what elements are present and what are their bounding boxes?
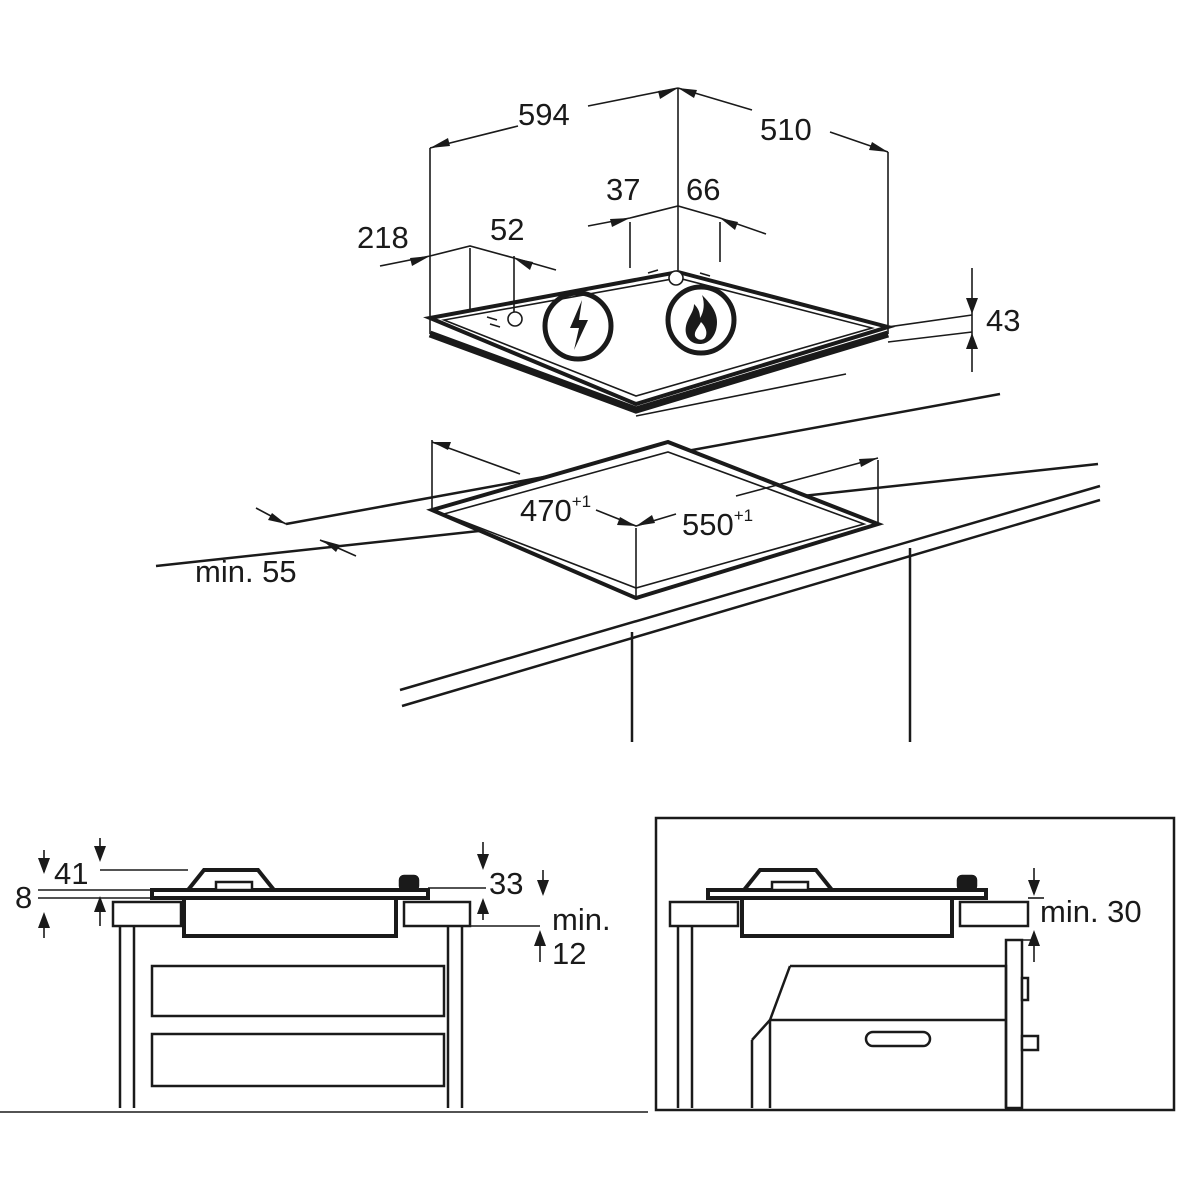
- glass-thickness-8-label: 8: [15, 880, 32, 915]
- hob-3d-view: [423, 269, 973, 417]
- left-offset-218-label: 218: [357, 220, 409, 255]
- width-594-label: 594: [518, 97, 570, 132]
- cutout-width-label: 550+1: [682, 506, 753, 542]
- left-spacing-52-label: 52: [490, 212, 524, 247]
- total-height-41-label: 41: [54, 856, 88, 891]
- dimension-lines-top: [379, 87, 978, 372]
- gas-flame-icon: [665, 284, 737, 356]
- center-left-37-label: 37: [606, 172, 640, 207]
- below-height-33-label: 33: [489, 866, 523, 901]
- min-12-label: 12: [552, 936, 586, 971]
- min-label: min.: [552, 902, 611, 937]
- min-30-label: min. 30: [1040, 894, 1142, 929]
- control-hole-left-icon: [486, 311, 523, 328]
- cutout-depth-label: 470+1: [520, 492, 591, 528]
- electric-bolt-icon: [542, 290, 614, 362]
- height-43-label: 43: [986, 303, 1020, 338]
- side-view-right: [654, 816, 1176, 1112]
- side-view-left: [38, 838, 549, 1108]
- countertop-3d-view: [155, 392, 1101, 742]
- front-min-55-label: min. 55: [195, 554, 297, 589]
- control-hole-right-icon: [647, 269, 711, 286]
- center-right-66-label: 66: [686, 172, 720, 207]
- depth-510-label: 510: [760, 112, 812, 147]
